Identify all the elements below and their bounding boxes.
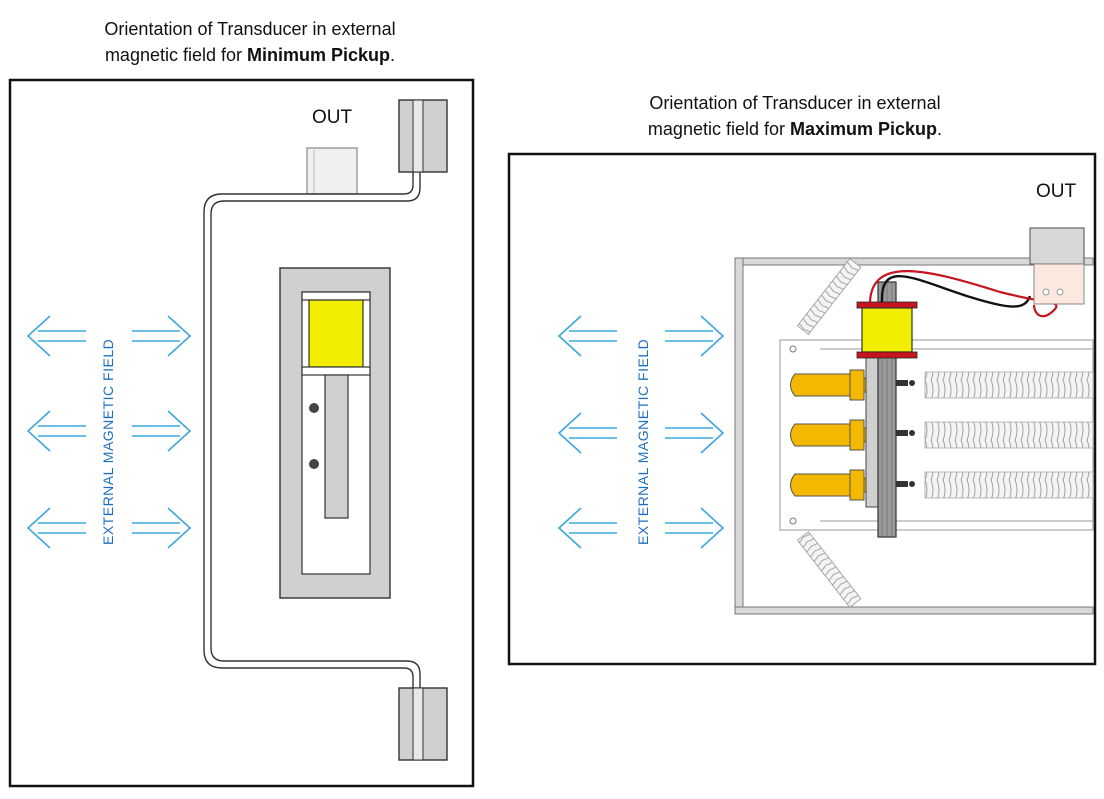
min-pickup-panel: EXTERNAL MAGNETIC FIELD OUT <box>8 78 475 788</box>
max-left-rail <box>734 257 744 615</box>
min-coil <box>308 299 364 368</box>
max-caption-suffix: . <box>937 119 943 139</box>
min-core-bar <box>324 374 349 519</box>
min-out-connector <box>306 147 358 195</box>
min-caption-suffix: . <box>390 45 396 65</box>
max-tube-1 <box>790 369 871 401</box>
min-caption-line2: magnetic field for <box>104 45 248 65</box>
max-out-socket <box>1033 263 1085 305</box>
max-field-label: EXTERNAL MAGNETIC FIELD <box>635 339 651 545</box>
min-out-label: OUT <box>312 107 353 128</box>
min-pin-2 <box>309 459 319 469</box>
min-pin-1 <box>309 403 319 413</box>
max-spring-3 <box>924 471 1094 499</box>
max-tube-2 <box>790 419 871 451</box>
min-wire-loop <box>203 108 421 755</box>
max-pickup-caption: Orientation of Transducer in external ma… <box>585 90 1005 142</box>
max-out-label: OUT <box>1036 181 1077 202</box>
min-caption-emphasis: Minimum Pickup <box>247 45 391 65</box>
max-coil-flange-bottom <box>856 351 918 359</box>
max-spring-2 <box>924 421 1094 449</box>
max-spring-bottom <box>796 531 862 608</box>
max-wire-red <box>868 270 1058 318</box>
min-panel-frame <box>8 78 475 788</box>
max-caption-line1: Orientation of Transducer in external <box>649 93 941 113</box>
max-wire-black <box>880 274 1032 308</box>
max-pickup-panel: EXTERNAL MAGNETIC FIELD OUT <box>507 152 1097 666</box>
max-out-connector <box>1029 227 1085 265</box>
max-spring-1 <box>924 371 1094 399</box>
max-coil-flange-top <box>856 301 918 309</box>
min-field-label: EXTERNAL MAGNETIC FIELD <box>100 339 116 545</box>
max-caption-emphasis: Maximum Pickup <box>790 119 938 139</box>
min-caption-line1: Orientation of Transducer in external <box>104 19 396 39</box>
min-pickup-caption: Orientation of Transducer in external ma… <box>40 16 460 68</box>
max-spring-top <box>796 258 862 335</box>
max-tube-3 <box>790 469 871 501</box>
max-coil <box>861 307 913 353</box>
max-core-plate <box>865 356 879 508</box>
max-terminals <box>896 380 915 487</box>
max-bottom-rail <box>734 606 1094 615</box>
max-caption-line2: magnetic field for <box>647 119 790 139</box>
